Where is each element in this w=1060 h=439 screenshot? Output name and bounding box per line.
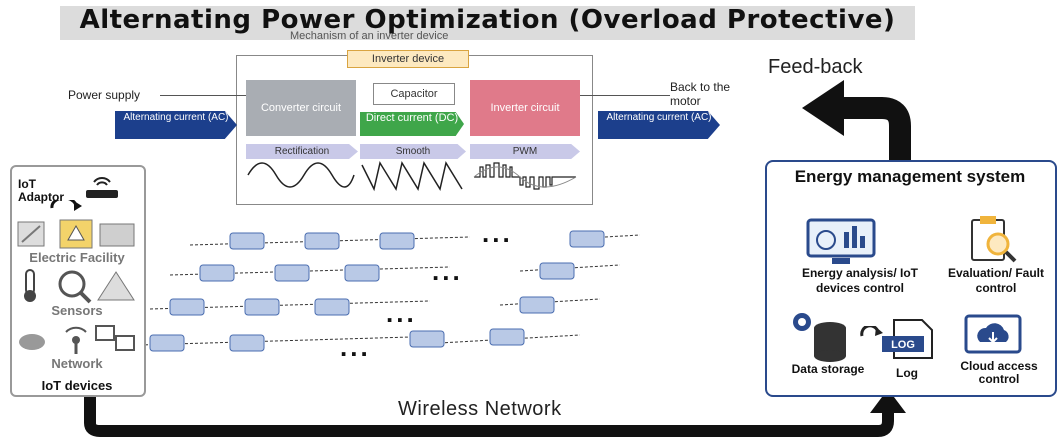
evaluation-label: Evaluation/ Fault control	[947, 266, 1044, 295]
ellipsis-row-3: ...	[386, 298, 417, 328]
log-icon-text: LOG	[891, 339, 915, 351]
stage-pwm: PWM	[470, 144, 580, 159]
smooth-wave-icon	[361, 161, 463, 192]
stage-rectification: Rectification	[246, 144, 358, 159]
energy-analysis-label: Energy analysis/ IoT devices control	[801, 266, 919, 295]
stage-smooth: Smooth	[360, 144, 466, 159]
feedback-label: Feed-back	[768, 56, 863, 78]
network-icons	[19, 325, 135, 354]
log-icon: LOG	[882, 319, 933, 359]
network-label: Network	[51, 356, 103, 371]
ellipsis-row-4: ...	[340, 332, 371, 362]
title-bar	[60, 6, 915, 40]
ellipsis-row-2: ...	[432, 256, 463, 286]
power-supply-label: Power supply	[68, 88, 141, 102]
sine-wave-icon	[247, 162, 355, 188]
wireless-network-label: Wireless Network	[398, 398, 562, 420]
sync-icon	[860, 326, 883, 337]
iot-adaptor-label: IoT Adaptor	[18, 177, 64, 204]
router-icon	[86, 177, 118, 198]
capacitor: Capacitor	[373, 83, 455, 105]
iot-devices-label: IoT devices	[41, 378, 113, 393]
inverter-device-label: Inverter device	[347, 50, 469, 68]
power-line-out	[580, 95, 670, 96]
page-title: Alternating Power Optimization (Overload…	[79, 5, 896, 35]
electric-facility-label: Electric Facility	[29, 250, 125, 265]
sync-arrows-icon	[50, 200, 82, 211]
converter-circuit: Converter circuit	[246, 80, 356, 136]
sensors-icons	[24, 269, 135, 304]
data-storage-icon	[793, 313, 846, 362]
cloud-access-icon	[964, 314, 1022, 354]
cloud-access-label: Cloud access control	[960, 359, 1038, 386]
wireless-loop-arrow-icon	[84, 387, 906, 437]
dc-arrow: Direct current (DC)	[360, 112, 464, 136]
back-to-motor-label: Back to the motor	[670, 80, 731, 108]
data-storage-label: Data storage	[791, 362, 865, 376]
subtitle-cut: Mechanism of an inverter device	[290, 30, 449, 42]
log-label: Log	[896, 366, 918, 380]
ellipsis-row-1: ...	[482, 218, 513, 248]
evaluation-clipboard-icon	[971, 216, 1017, 263]
power-line-in	[160, 95, 246, 96]
ac-in-arrow: Alternating current (AC)	[115, 111, 237, 139]
ems-title: Energy management system	[794, 167, 1026, 186]
sensors-label: Sensors	[51, 303, 103, 318]
iot-device-grid	[140, 230, 640, 352]
pwm-wave-icon	[473, 162, 577, 190]
inverter-circuit: Inverter circuit	[470, 80, 580, 136]
feedback-arrow-icon	[802, 80, 911, 162]
electric-facility-icons	[17, 219, 135, 249]
energy-analysis-icon	[806, 218, 876, 264]
ac-out-arrow: Alternating current (AC)	[598, 111, 720, 139]
